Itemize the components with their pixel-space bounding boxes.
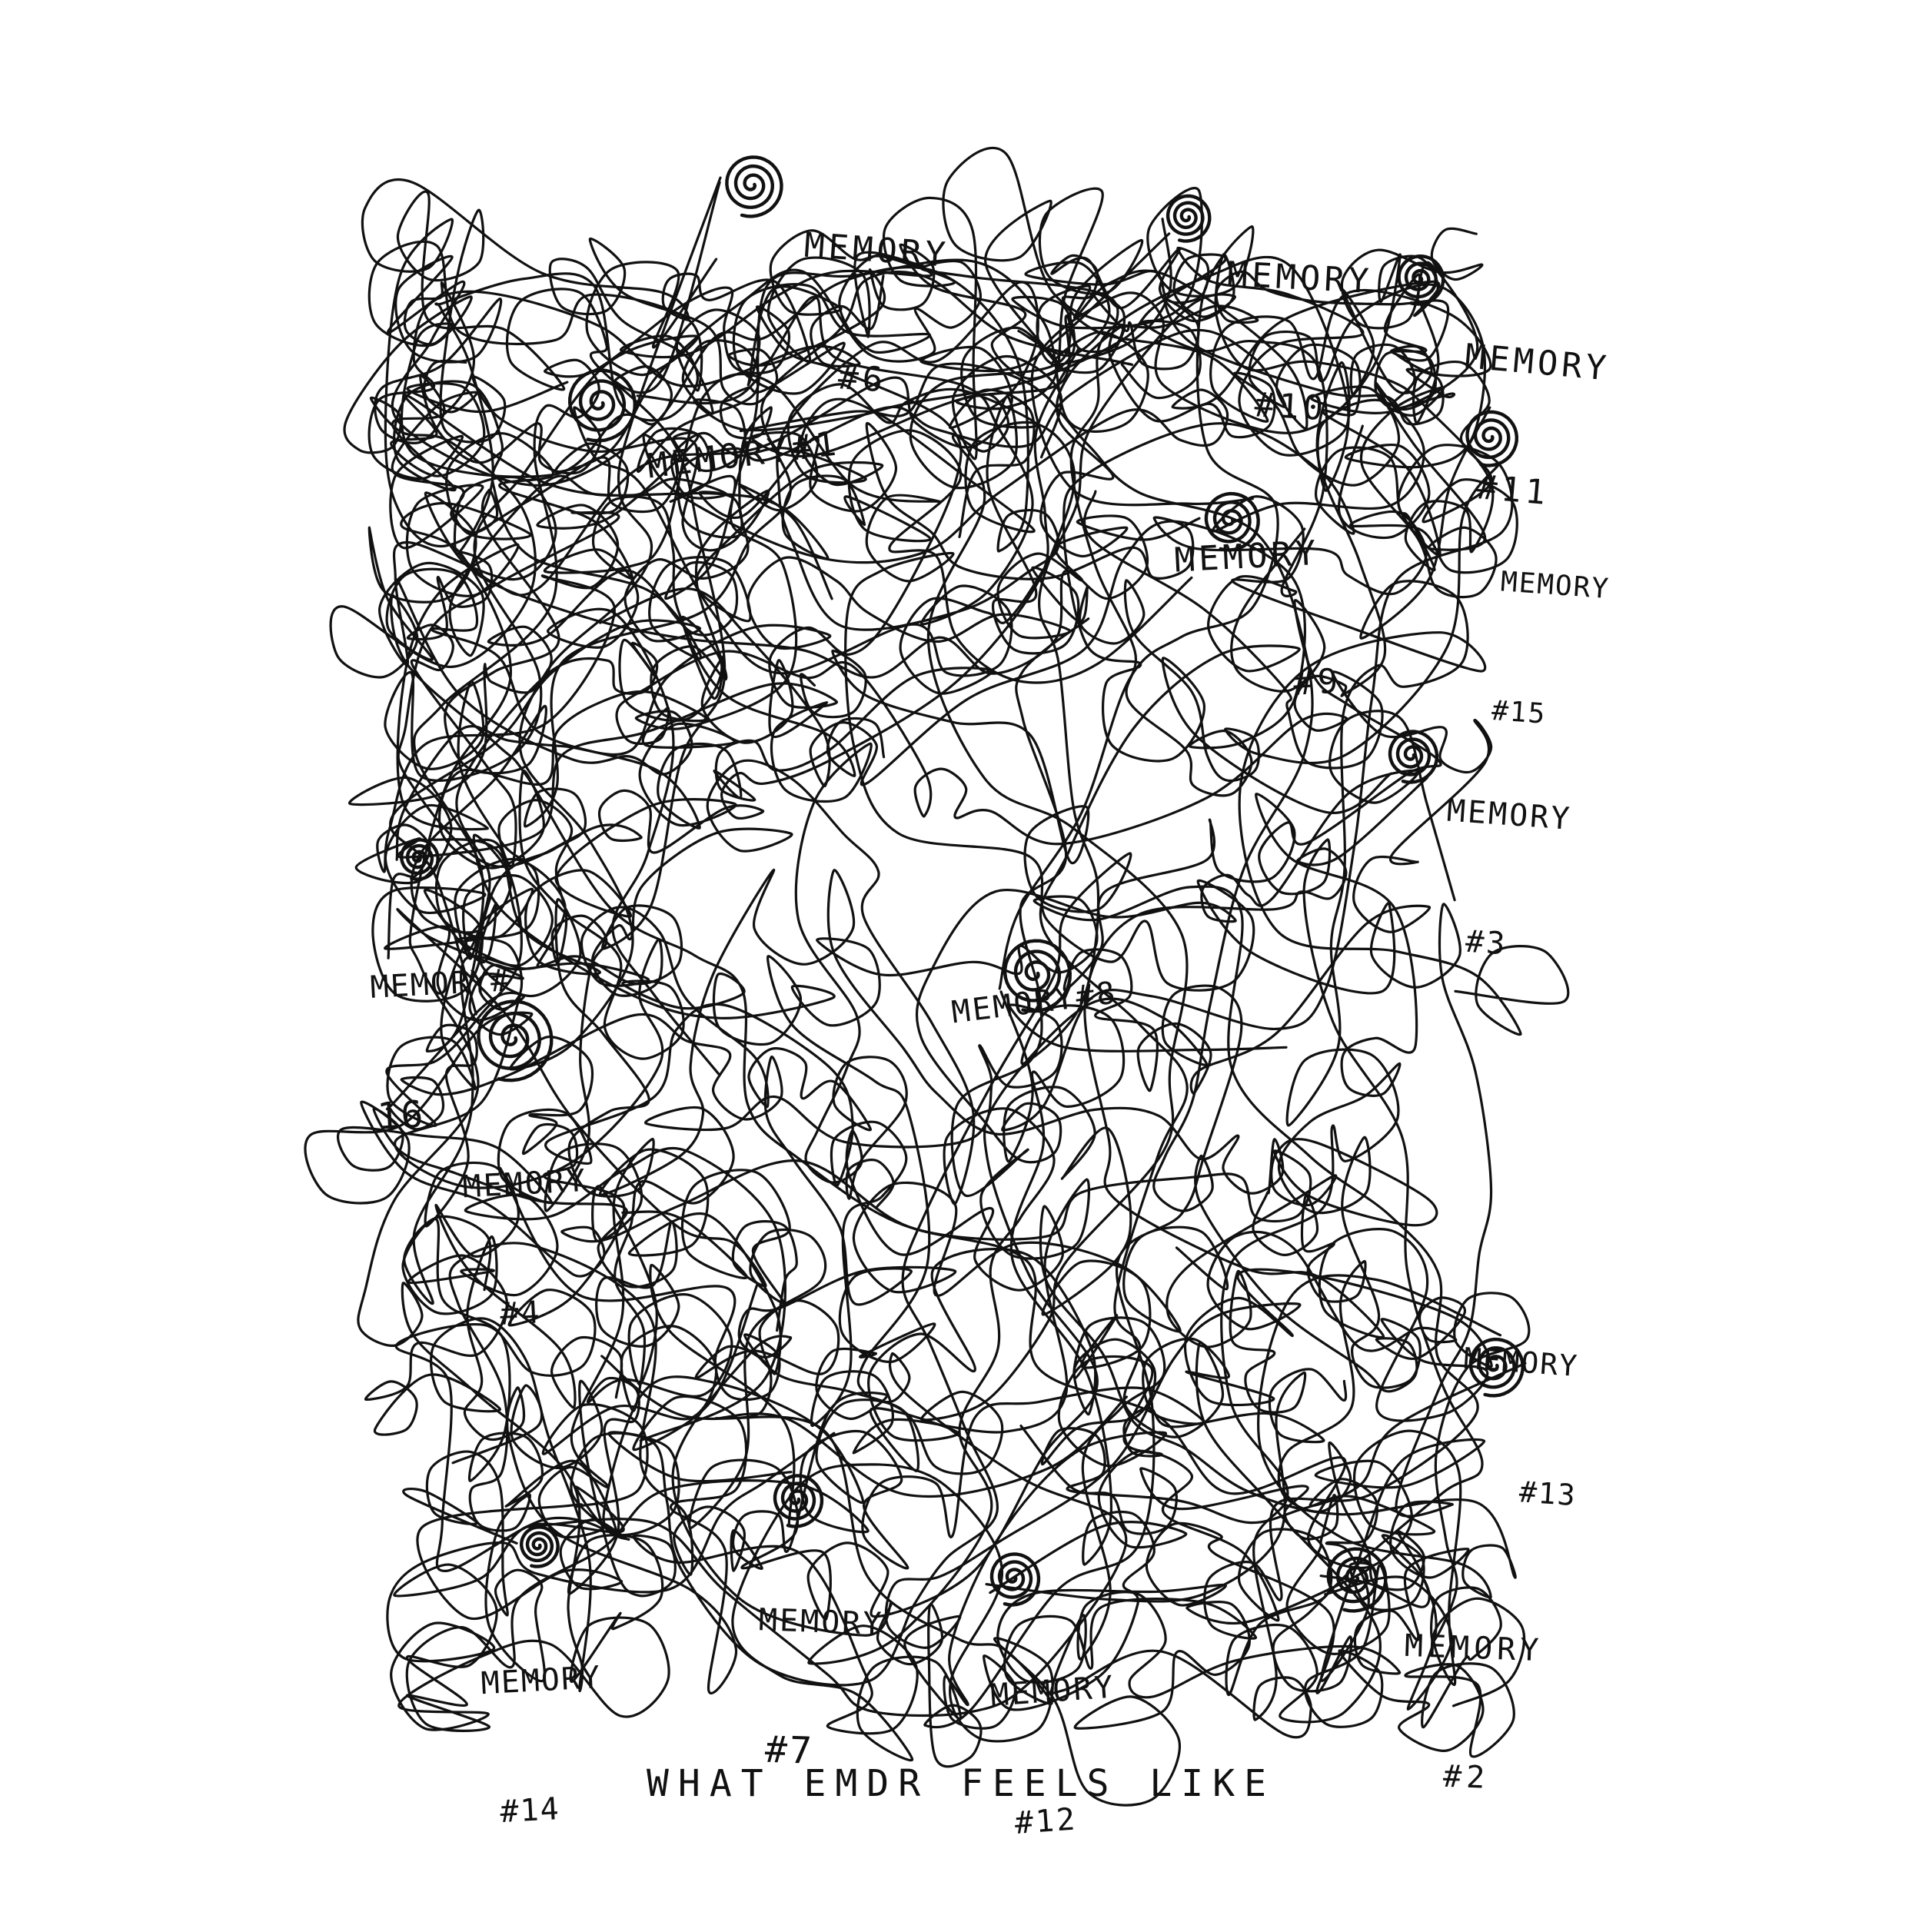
tangled-thread <box>1062 490 1493 1422</box>
memory-label-14-line1: MEMORY <box>480 1660 603 1702</box>
tangled-threads <box>304 147 1570 1807</box>
memory-label-8-line1: MEMORY#8 <box>949 975 1119 1031</box>
memory-label-7-line1: MEMORY <box>758 1602 885 1642</box>
memory-label-1: MEMORY#1 <box>634 337 863 660</box>
memory-spiral-icon <box>989 1552 1041 1607</box>
tangled-thread <box>393 1268 1531 1758</box>
tangled-thread <box>598 868 1453 1711</box>
tangled-thread <box>544 372 1493 1699</box>
memory-label-2-line1: MEMORY <box>1404 1628 1545 1669</box>
tangled-thread <box>357 432 886 1693</box>
memory-label-12: MEMORY #12 <box>983 1580 1132 1932</box>
tangled-thread <box>385 906 936 1683</box>
memory-label-13-line1: MEMORY <box>1462 1341 1580 1384</box>
memory-label-3-line1: MEMORY <box>1445 793 1573 837</box>
tangled-thread <box>384 190 1518 1022</box>
memory-label-6-line1: MEMORY <box>803 225 951 275</box>
tangled-thread <box>395 269 1514 1164</box>
tangled-thread <box>378 254 1193 1016</box>
memory-label-1-line2 <box>660 550 853 574</box>
memory-label-11-line1: MEMORY <box>1463 337 1612 389</box>
memory-label-9: MEMORY #9 <box>1169 445 1347 797</box>
memory-label-7: MEMORY #7 <box>750 1512 887 1861</box>
memory-label-9-line1: MEMORY <box>1173 533 1321 580</box>
memory-label-12-line1: MEMORY <box>989 1669 1117 1714</box>
memory-spiral-icon <box>725 155 783 218</box>
tangled-thread <box>731 362 1466 1807</box>
memory-spiral-icon <box>1003 939 1072 1013</box>
memory-label-8-line2 <box>965 1099 1130 1119</box>
memory-spiral-icon <box>1397 254 1445 306</box>
tangled-thread <box>996 406 1491 1739</box>
memory-label-2: MEMORY #2 <box>1396 1538 1547 1887</box>
tangled-thread <box>499 187 1500 1475</box>
memory-spiral-icon <box>520 1525 560 1568</box>
tangled-thread <box>391 359 1479 1705</box>
memory-spiral-icon <box>1166 194 1212 243</box>
memory-label-13-line2: #13 <box>1518 1475 1578 1513</box>
memory-label-15-line1: MEMORY <box>1499 566 1611 606</box>
memory-label-14: MEMORY #14 <box>475 1570 614 1920</box>
memory-spiral-icon <box>1388 730 1439 784</box>
tangled-thread <box>374 254 1060 677</box>
memory-label-9-line2: #9 <box>1292 661 1343 703</box>
memory-label-4: MEMORY #4 <box>457 1073 600 1424</box>
memory-label-4-line1: MEMORY <box>461 1162 589 1205</box>
memory-label-16-line1: MEMORY# <box>369 963 512 1006</box>
tangled-thread <box>401 649 1132 1695</box>
tangled-thread <box>1050 227 1498 814</box>
memory-label-3: MEMORY #3 <box>1431 703 1579 1056</box>
memory-label-10-line2: #10 <box>1253 385 1328 429</box>
tangled-thread <box>367 253 1236 959</box>
memory-label-1-line1: MEMORY#1 <box>644 424 843 487</box>
memory-spiral-icon <box>1468 1337 1525 1398</box>
tangled-thread <box>403 616 1517 1599</box>
tangled-thread <box>337 617 1090 1528</box>
memory-label-4-line2: #4 <box>499 1295 543 1333</box>
tangled-thread <box>396 187 1279 990</box>
tangled-thread <box>424 270 1382 1724</box>
tangled-thread <box>621 984 1243 1768</box>
tangled-thread <box>391 181 1348 1730</box>
drawing-title: WHAT EMDR FEELS LIKE <box>647 1762 1275 1805</box>
memory-label-10-line1: MEMORY <box>1226 254 1374 302</box>
memory-label-3-line2: #3 <box>1464 923 1508 963</box>
tangled-thread <box>416 1003 1526 1708</box>
tangled-thread <box>599 255 1570 1036</box>
